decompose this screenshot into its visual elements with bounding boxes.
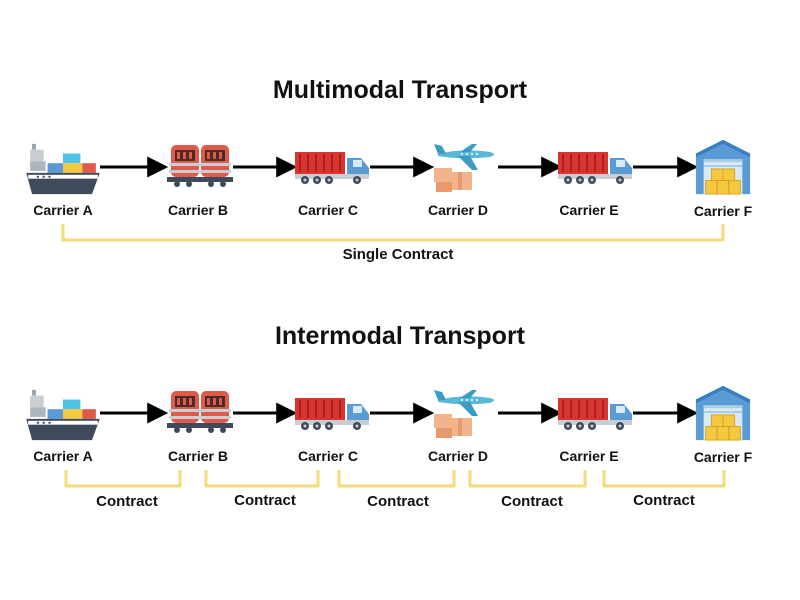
contract-label-b-c: Contract <box>234 492 296 509</box>
contract-bracket-c-d <box>337 470 456 488</box>
contract-bracket-d-e <box>468 470 587 488</box>
intermodal-carrier-a: Carrier A <box>33 448 93 464</box>
truck-icon <box>295 396 371 432</box>
contract-bracket-b-c <box>204 470 320 488</box>
train-icon <box>167 389 233 435</box>
multimodal-carrier-f: Carrier F <box>693 203 753 219</box>
intermodal-carrier-c: Carrier C <box>298 448 358 464</box>
multimodal-title: Multimodal Transport <box>272 76 528 104</box>
contract-label-a-b: Contract <box>96 493 158 510</box>
cargo-ship-icon <box>24 386 102 444</box>
intermodal-carrier-e: Carrier E <box>559 448 619 464</box>
intermodal-carrier-d: Carrier D <box>428 448 488 464</box>
single-contract-bracket <box>61 224 725 242</box>
contract-label-c-d: Contract <box>367 493 429 510</box>
multimodal-carrier-a: Carrier A <box>33 202 93 218</box>
airplane-icon <box>432 388 498 438</box>
multimodal-carrier-b: Carrier B <box>168 202 228 218</box>
truck-icon <box>558 396 634 432</box>
contract-bracket-e-f <box>602 470 726 488</box>
multimodal-carrier-c: Carrier C <box>298 202 358 218</box>
intermodal-carrier-f: Carrier F <box>693 449 753 465</box>
single-contract-label: Single Contract <box>342 246 454 263</box>
multimodal-carrier-e: Carrier E <box>559 202 619 218</box>
intermodal-carrier-b: Carrier B <box>168 448 228 464</box>
warehouse-icon <box>694 384 752 442</box>
contract-bracket-a-b <box>64 470 182 488</box>
contract-label-e-f: Contract <box>633 492 695 509</box>
intermodal-title: Intermodal Transport <box>274 322 526 350</box>
multimodal-carrier-d: Carrier D <box>428 202 488 218</box>
contract-label-d-e: Contract <box>501 493 563 510</box>
